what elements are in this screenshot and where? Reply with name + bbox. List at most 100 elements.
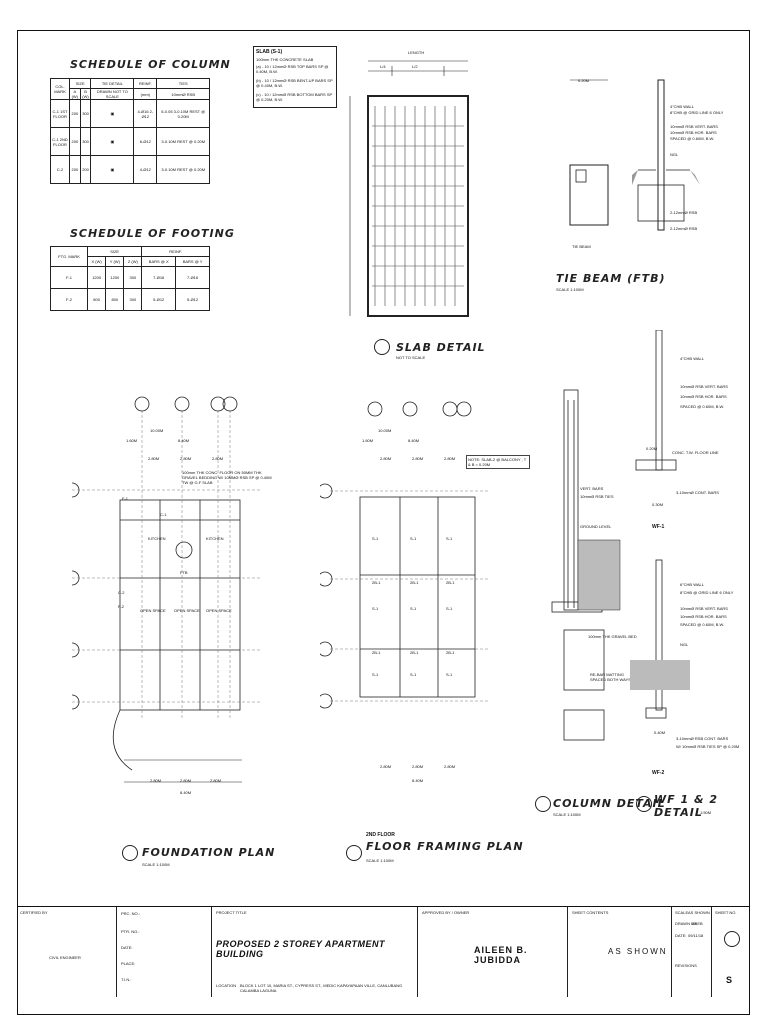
fp-dim: 2.80M: [180, 456, 192, 461]
slab-mark: S-1: [372, 536, 379, 541]
slab-mark: S-1: [372, 672, 379, 677]
tie-beam-title: TIE BEAM (FTB): [556, 272, 666, 285]
wf2-note: 10mmØ RSB HOR. BARS: [680, 614, 727, 619]
table-cell: 300: [123, 288, 143, 311]
certified-cell: CERTIFIED BY CIVIL ENGINEER: [17, 907, 117, 997]
col-header-size: SIZE: [68, 78, 92, 89]
beam-mark: 2B-1: [410, 650, 419, 655]
slab-note-line: (c) - 10 / 12mmØ RSB BOTTOM BARS SP @ 0.…: [256, 92, 333, 102]
tie-beam-note: SPACED @ 0.60M, B.W.: [670, 136, 715, 141]
ptr-label: PTR. NO.:: [121, 929, 140, 934]
sheet-contents-cell: SHEET CONTENTS AS SHOWN: [568, 907, 672, 997]
scale-label: SCALE: [675, 910, 689, 915]
floor-framing-drawing: [320, 401, 490, 709]
wf2-note: W/ 10mmØ RSB TIES SP @ 0.20M: [676, 744, 740, 749]
drawn-by-label: DRAWN BY:: [675, 921, 698, 926]
fp-dim: 1.60M: [126, 438, 138, 443]
fp-dim: 2.80M: [150, 778, 162, 783]
ffp-dim: 1.60M: [362, 438, 374, 443]
room-label: KITCHEN: [148, 536, 166, 541]
col-sub-a: A (W): [69, 88, 81, 100]
table-cell: 300: [79, 99, 92, 128]
ftg-sub-bx: BARS @ X: [141, 256, 177, 267]
wf1-dim: 0.30M: [652, 502, 664, 507]
sheet-no-value: S: [726, 975, 733, 985]
col-header-mark: COL. MARK: [50, 78, 70, 100]
ftg-sub-y: Y (W): [105, 256, 125, 267]
foundation-plan-callout: [122, 845, 138, 861]
footing-schedule-table: FTG. MARK SIZE REINF. X (W) Y (W) Z (W) …: [49, 246, 210, 311]
fp-dim: 8.40M: [178, 438, 190, 443]
ftg-sub-x: X (W): [87, 256, 107, 267]
location-label: LOCATION: [216, 983, 237, 988]
table-row: C-1 1ST FLOOR: [50, 99, 70, 128]
wf-detail-title: WF 1 & 2 DETAIL: [654, 793, 719, 819]
table-row: F-2: [49, 288, 89, 311]
table-row: F-1: [49, 266, 89, 289]
table-cell: 5-0.05 3-0.10M REST @ 0.20M: [156, 99, 210, 128]
column-detail-callout: [535, 796, 551, 812]
fp-dim: 2.80M: [210, 778, 222, 783]
slab-detail-callout: [374, 339, 390, 355]
certified-label: CERTIFIED BY: [20, 910, 48, 915]
wf1-label: WF-1: [652, 524, 665, 530]
slab-note-box: SLAB (S-1) 100mm THK CONCRETE SLAB (a) -…: [253, 46, 337, 108]
col-header-tie: TIE DETAIL: [90, 78, 135, 89]
slab-l4-label: L/4: [380, 64, 386, 69]
slab-mark: S-1: [372, 606, 379, 611]
slab-note-heading: SLAB (S-1): [256, 49, 283, 55]
drawing-sheet: [17, 30, 750, 1015]
tie-beam-mark: FTB: [180, 570, 188, 575]
drawn-by-value: ABEB: [692, 921, 703, 926]
col-header-ties: TIES: [156, 78, 210, 89]
table-cell: 300: [79, 127, 92, 156]
table-row: C-2: [50, 155, 70, 184]
table-cell: 1200: [105, 266, 125, 289]
table-cell: 6-Ø12: [133, 127, 158, 156]
table-row: C-1 2ND FLOOR: [50, 127, 70, 156]
slab-detail-scale: NOT TO SCALE: [396, 355, 426, 360]
column-schedule-title: SCHEDULE OF COLUMN: [70, 58, 231, 71]
tin-label: T.I.N.:: [121, 977, 132, 982]
table-cell: 200: [69, 99, 81, 128]
table-cell: 4-Ø12: [133, 155, 158, 184]
ffp-dim: 2.80M: [380, 764, 392, 769]
location-value: BLOCK 1 LOT 10, MARIA ST., CYPRESS ST., …: [240, 983, 403, 993]
sheet-no-label: SHEET NO.: [715, 910, 737, 915]
wf1-note: 10mmØ RSB VERT. BARS: [680, 384, 728, 389]
title-block: CERTIFIED BY CIVIL ENGINEER PRC. NO.: PT…: [17, 906, 750, 997]
beam-mark: 2B-1: [446, 650, 455, 655]
foundation-plan-title: FOUNDATION PLAN: [142, 846, 276, 859]
wf1-note: 4"CHB WALL: [680, 356, 704, 361]
col-header-reinf: REINF.: [133, 78, 158, 89]
room-label: OPEN SPACE: [140, 608, 166, 613]
beam-mark: 2B-1: [372, 650, 381, 655]
project-name: PROPOSED 2 STOREY APARTMENT BUILDING: [216, 939, 386, 959]
tie-detail-sketch: ▣: [90, 99, 135, 128]
tie-detail-sketch: ▣: [90, 155, 135, 184]
room-label: OPEN SPACE: [206, 608, 232, 613]
approved-label: APPROVED BY / OWNER: [422, 910, 470, 915]
slab-detail-title: SLAB DETAIL: [396, 341, 486, 354]
wall-footing-drawing: [630, 330, 690, 719]
engineer-info-cell: PRC. NO.: PTR. NO.: DATE: PLACE: T.I.N.:: [117, 907, 212, 997]
slab-note-line: 100mm THK CONCRETE SLAB: [256, 57, 314, 62]
column-detail-note: GROUND LEVEL: [580, 524, 612, 529]
col-sub-tie: DRAWN NOT TO SCALE: [90, 88, 135, 100]
table-cell: 800: [105, 288, 125, 311]
fp-note: 100mm THK CONC. FLOOR ON 50MM THK GRAVEL…: [182, 470, 272, 485]
ffp-dim: 2.80M: [412, 456, 424, 461]
date2-value: 09/11/18: [688, 933, 704, 938]
wf1-note: SPACED @ 0.60M, B.W.: [680, 404, 725, 409]
col-sub-b: B (W): [79, 88, 92, 100]
slab-length-label: LENGTH: [408, 50, 425, 55]
slab-l2-label: L/2: [412, 64, 418, 69]
table-cell: 7-Ø16: [175, 266, 210, 289]
col-sub-ties: 10mmØ RSB: [156, 88, 210, 100]
wf2-note: 10mmØ RSB VERT. BARS: [680, 606, 728, 611]
wf2-note: SPACED @ 0.60M, B.W.: [680, 622, 725, 627]
date-label: DATE:: [121, 945, 133, 950]
sheet-contents-value: AS SHOWN: [608, 947, 668, 956]
slab-detail-drawing: [349, 60, 469, 317]
foundation-plan-drawing: [72, 396, 262, 783]
